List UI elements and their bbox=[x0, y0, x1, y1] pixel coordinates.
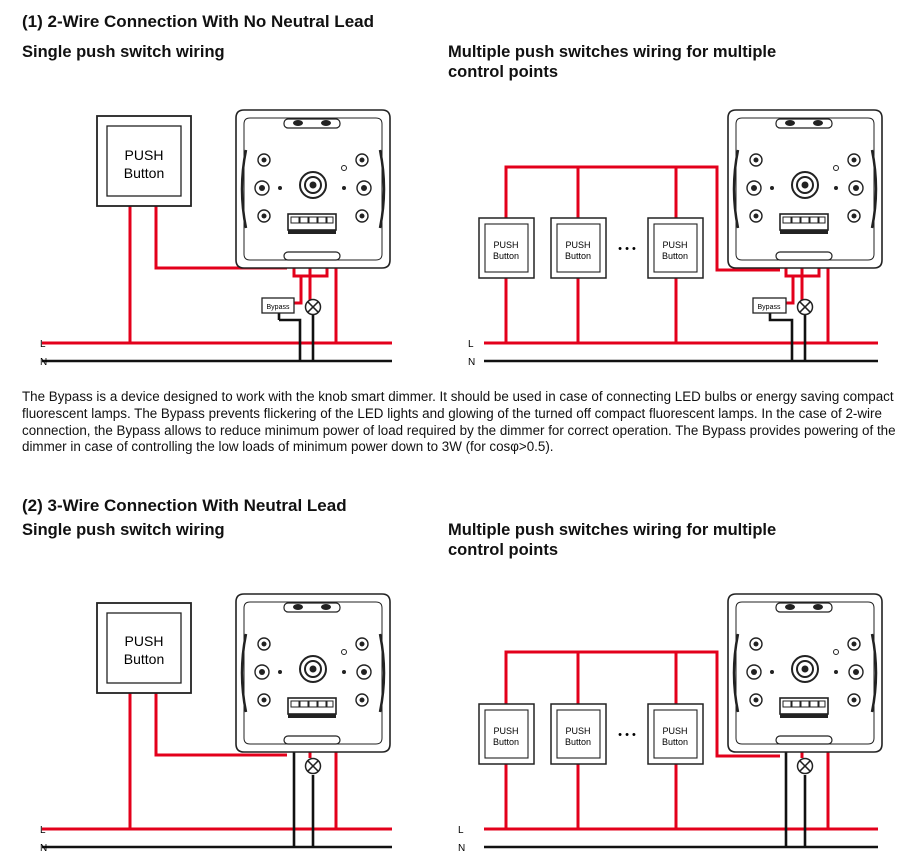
svg-text:Button: Button bbox=[662, 251, 688, 261]
section1-right-caption-line1: Multiple push switches wiring for multip… bbox=[448, 43, 777, 61]
lamp-icon bbox=[304, 757, 322, 775]
button-label: Button bbox=[124, 651, 164, 667]
diagram-3wire-single: PUSH Button L N bbox=[40, 592, 392, 854]
bypass-label: Bypass bbox=[758, 304, 781, 311]
bypass-description: The Bypass is a device designed to work … bbox=[22, 389, 896, 455]
section1-right-caption: Multiple push switches wiring for multip… bbox=[448, 42, 776, 82]
line-label: L bbox=[458, 825, 464, 836]
dimmer-module bbox=[726, 108, 884, 270]
diagram-2wire-multiple: PUSH Button PUSH Button • • • PUSH Butto… bbox=[468, 108, 884, 368]
section1-right-caption-line2: control points bbox=[448, 63, 558, 81]
neutral-label: N bbox=[40, 357, 47, 368]
push-button-2: PUSH Button bbox=[550, 217, 607, 279]
button-label: Button bbox=[124, 165, 164, 181]
section2-right-caption-line2: control points bbox=[448, 541, 558, 559]
push-label: PUSH bbox=[125, 633, 164, 649]
lamp-icon bbox=[304, 298, 322, 316]
bypass-module bbox=[752, 297, 787, 314]
section1-title: (1) 2-Wire Connection With No Neutral Le… bbox=[22, 12, 374, 31]
svg-text:Button: Button bbox=[565, 251, 591, 261]
push-button-3: PUSH Button bbox=[647, 703, 704, 765]
svg-text:PUSH: PUSH bbox=[662, 240, 687, 250]
section2-left-caption: Single push switch wiring bbox=[22, 521, 225, 539]
diagram-3wire-multiple: PUSH Button PUSH Button • • • PUSH Butto… bbox=[458, 592, 884, 854]
svg-text:PUSH: PUSH bbox=[493, 726, 518, 736]
lamp-icon bbox=[796, 298, 814, 316]
lamp-icon bbox=[796, 757, 814, 775]
line-label: L bbox=[40, 825, 46, 836]
section1-left-caption: Single push switch wiring bbox=[22, 43, 225, 61]
push-button-2: PUSH Button bbox=[550, 703, 607, 765]
push-button-3: PUSH Button bbox=[647, 217, 704, 279]
ellipsis: • • • bbox=[618, 729, 636, 741]
diagram-2wire-single: PUSH Button Bypass L N bbox=[40, 108, 392, 368]
dimmer-module bbox=[234, 108, 392, 270]
svg-text:Button: Button bbox=[493, 251, 519, 261]
dimmer-module bbox=[234, 592, 392, 754]
dimmer-module bbox=[726, 592, 884, 754]
neutral-label: N bbox=[458, 843, 465, 854]
push-label: PUSH bbox=[125, 147, 164, 163]
svg-text:Button: Button bbox=[493, 737, 519, 747]
section2-right-caption: Multiple push switches wiring for multip… bbox=[448, 520, 776, 560]
svg-text:Button: Button bbox=[662, 737, 688, 747]
neutral-label: N bbox=[468, 357, 475, 368]
push-button-1: PUSH Button bbox=[478, 703, 535, 765]
section2-title: (2) 3-Wire Connection With Neutral Lead bbox=[22, 496, 347, 515]
svg-text:PUSH: PUSH bbox=[493, 240, 518, 250]
svg-text:PUSH: PUSH bbox=[565, 726, 590, 736]
line-label: L bbox=[468, 339, 474, 350]
section2-right-caption-line1: Multiple push switches wiring for multip… bbox=[448, 521, 777, 539]
ellipsis: • • • bbox=[618, 243, 636, 255]
svg-text:PUSH: PUSH bbox=[565, 240, 590, 250]
svg-text:PUSH: PUSH bbox=[662, 726, 687, 736]
push-button-1: PUSH Button bbox=[478, 217, 535, 279]
bypass-label: Bypass bbox=[267, 304, 290, 311]
line-label: L bbox=[40, 339, 46, 350]
svg-text:Button: Button bbox=[565, 737, 591, 747]
bypass-module bbox=[261, 297, 295, 314]
neutral-label: N bbox=[40, 843, 47, 854]
